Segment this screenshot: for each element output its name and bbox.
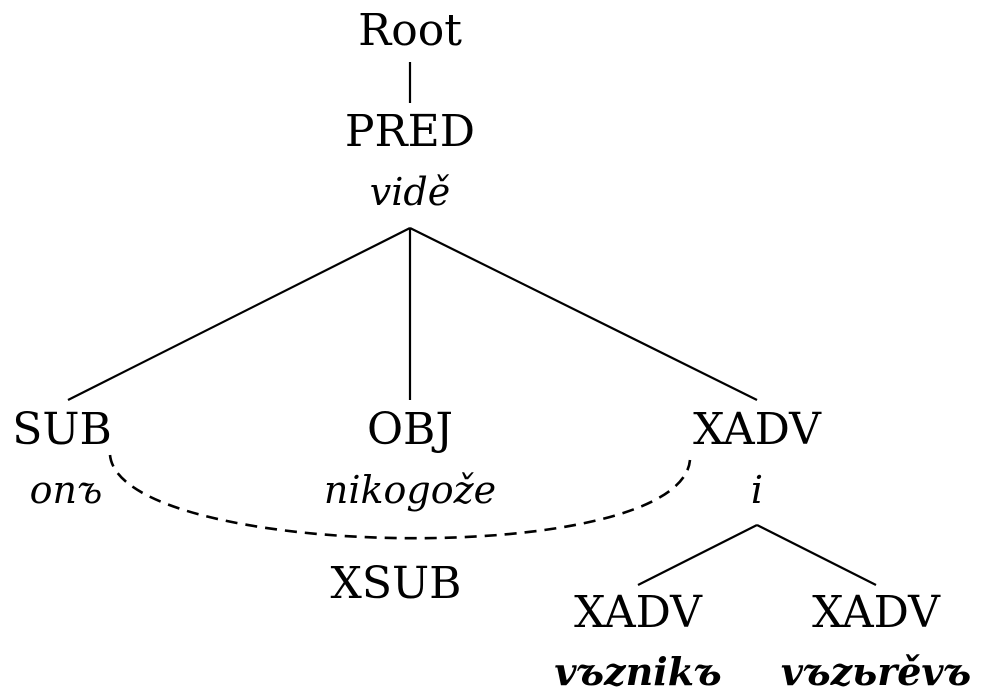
edge-pred-xadv (409, 227, 758, 401)
edge-pred-sub (67, 227, 411, 401)
node-sub-label: SUB (12, 404, 112, 455)
node-xadv-right-word: vъzьrěvъ (781, 649, 971, 694)
node-xadv-left-word: vъznikъ (554, 649, 721, 694)
node-xadv-word: i (751, 468, 763, 512)
node-pred-label: PRED (345, 106, 475, 157)
edge-xadv-xadv-right (756, 524, 877, 586)
node-xadv-right-label: XADV (812, 587, 941, 638)
node-xadv-left-label: XADV (574, 587, 703, 638)
node-root-label: Root (358, 5, 462, 56)
node-obj-label: OBJ (367, 404, 453, 455)
node-sub-word: onъ (30, 468, 103, 512)
edge-xadv-xadv-left (637, 524, 758, 586)
secondary-edge-label: XSUB (331, 558, 462, 609)
node-pred-word: vidě (370, 170, 450, 214)
node-xadv-label: XADV (693, 404, 822, 455)
node-obj-word: nikogože (324, 468, 496, 512)
